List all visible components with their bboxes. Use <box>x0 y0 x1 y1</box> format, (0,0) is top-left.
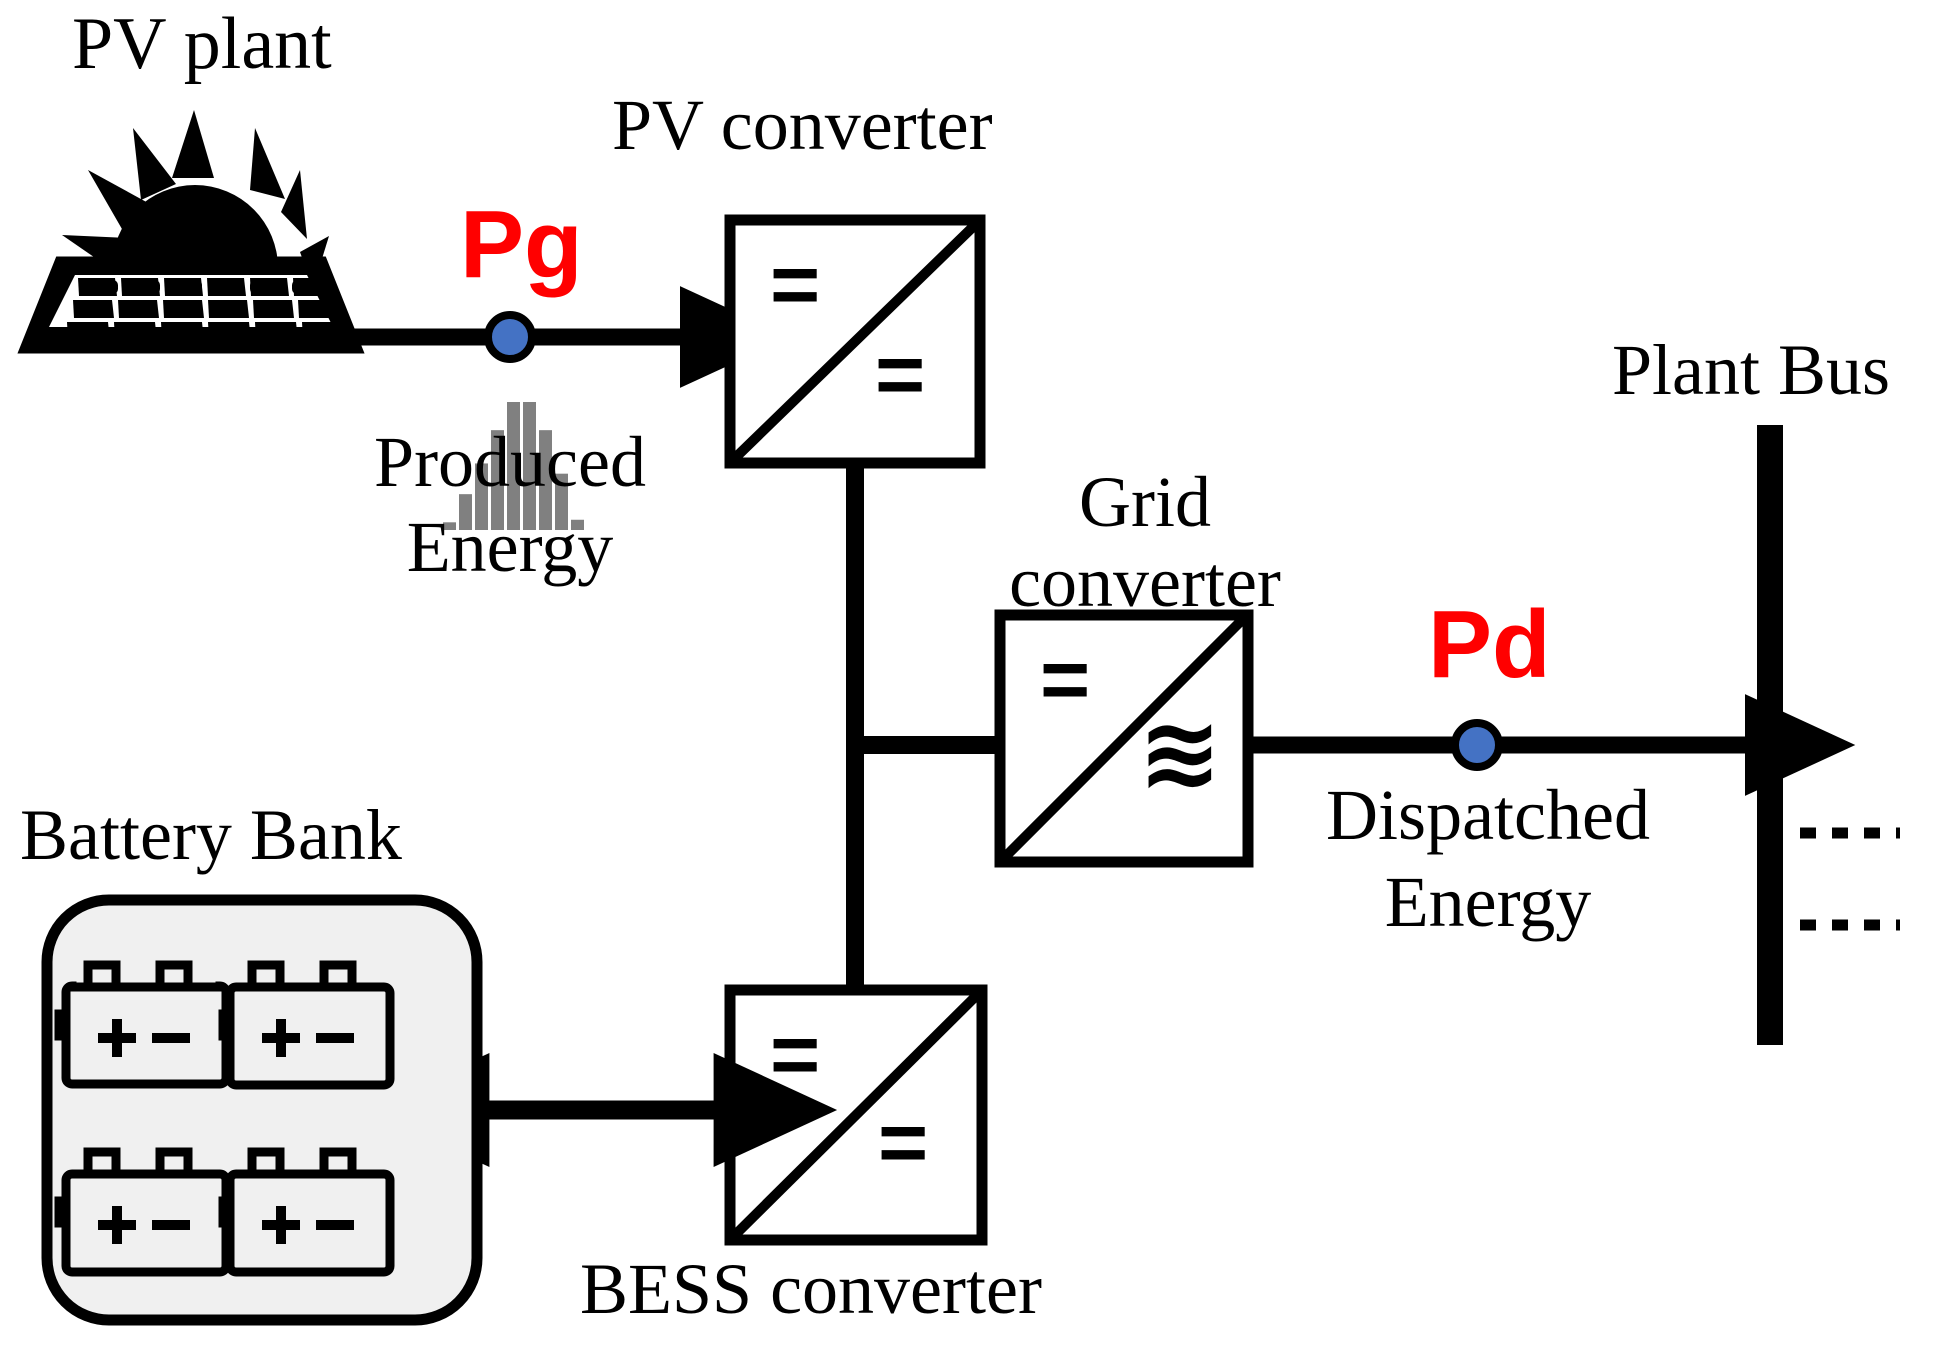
pd-measurement-node[interactable] <box>1451 719 1503 771</box>
pv-cells <box>67 278 339 341</box>
pv-converter-box <box>724 214 986 469</box>
battery-cell <box>218 1147 395 1277</box>
produced-energy-label-line1: Produced <box>374 422 646 502</box>
dc-bus-lines <box>846 463 1000 990</box>
battery-cell <box>54 960 231 1089</box>
produced-energy-bar <box>555 473 568 530</box>
produced-energy-chart <box>443 402 584 530</box>
battery-bank-icon <box>41 894 483 1326</box>
pg-measurement-node[interactable] <box>484 311 536 363</box>
produced-energy-bar <box>475 463 488 530</box>
grid-converter-label-line2: converter <box>1009 542 1281 622</box>
bess-converter-dc-top-symbol: = <box>770 1007 821 1103</box>
pv-converter-dc-top-symbol: = <box>770 237 821 333</box>
dispatched-energy-label-line2: Energy <box>1384 862 1592 942</box>
produced-energy-bar <box>459 494 472 530</box>
battery-bank-label: Battery Bank <box>20 795 402 875</box>
produced-energy-bar <box>491 430 504 530</box>
produced-energy-bar <box>443 522 456 530</box>
battery-cell <box>54 1147 231 1277</box>
bess-converter-dc-bottom-symbol: = <box>878 1095 929 1191</box>
pv-converter-dc-bottom-symbol: = <box>875 327 926 423</box>
produced-energy-bar <box>571 519 584 530</box>
dispatched-energy-label-line1: Dispatched <box>1326 775 1650 855</box>
pv-plant-label: PV plant <box>72 3 332 85</box>
produced-energy-bar <box>507 402 520 530</box>
grid-converter-dc-symbol: = <box>1040 632 1091 728</box>
grid-converter-box <box>994 609 1254 868</box>
produced-energy-bar <box>523 402 536 530</box>
produced-energy-bar <box>539 430 552 530</box>
plant-bus-label: Plant Bus <box>1612 330 1891 410</box>
battery-cell <box>218 960 395 1090</box>
pg-power-label: Pg <box>460 191 583 298</box>
bess-converter-box <box>724 984 988 1246</box>
plant-bus-bar <box>1757 425 1900 1045</box>
pd-power-label: Pd <box>1428 591 1551 698</box>
produced-energy-label-line2: Energy <box>406 507 614 587</box>
pv-plant-icon <box>17 110 365 354</box>
pv-converter-label: PV converter <box>612 85 993 165</box>
grid-converter-ac-symbol: ≋ <box>1138 694 1222 811</box>
grid-converter-label-line1: Grid <box>1079 462 1211 542</box>
bess-converter-label: BESS converter <box>580 1249 1042 1329</box>
